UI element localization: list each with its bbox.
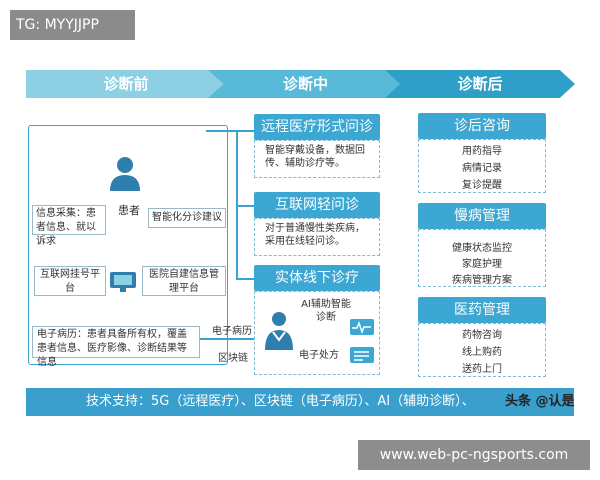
chronic-item: 健康状态监控 (452, 243, 512, 254)
offline-title: 实体线下诊疗 (254, 265, 380, 291)
remote-panel: 智能穿戴设备，数据回传、辅助诊疗等。 (254, 140, 380, 178)
internet-desc: 对于普通慢性类疾病，采用在线轻问诊。 (265, 223, 365, 247)
ai-diag-label: AI辅助智能诊断 (301, 299, 351, 323)
e-prescription-label: 电子处方 (299, 350, 339, 361)
remote-title: 远程医疗形式问诊 (254, 114, 380, 140)
pharma-item: 药物咨询 (462, 330, 502, 341)
blockchain-link-label: 区块链 (218, 353, 248, 364)
computer-icon (110, 272, 136, 292)
emr-link-label: 电子病历 (212, 326, 252, 337)
phase-before: 诊断前 (26, 70, 226, 98)
monitor-icon (350, 319, 374, 335)
chronic-panel: 健康状态监控 家庭护理 疾病管理方案 (418, 229, 546, 287)
pharma-title: 医药管理 (418, 297, 546, 323)
phase-after: 诊断后 (385, 70, 575, 98)
consult-title: 诊后咨询 (418, 113, 546, 139)
consult-panel: 用药指导 病情记录 复诊提醒 (418, 139, 546, 193)
internet-register-box: 互联网挂号平台 (34, 266, 106, 296)
hospital-system-box: 医院自建信息管理平台 (142, 266, 226, 296)
consult-item: 复诊提醒 (462, 180, 502, 191)
emr-box: 电子病历：患者具备所有权，覆盖患者信息、医疗影像、诊断结果等信息 (32, 326, 200, 368)
remote-desc: 智能穿戴设备，数据回传、辅助诊疗等。 (265, 145, 365, 169)
consult-item: 用药指导 (462, 146, 502, 157)
tag-label: TG: MYYJJPP (10, 10, 135, 40)
info-collect-box: 信息采集：患者信息、就以诉求 (32, 205, 106, 247)
chronic-item: 家庭护理 (462, 259, 502, 270)
pharma-item: 送药上门 (462, 364, 502, 375)
doctor-icon (265, 312, 293, 350)
prescription-icon (350, 347, 374, 363)
internet-panel: 对于普通慢性类疾病，采用在线轻问诊。 (254, 218, 380, 256)
internet-title: 互联网轻问诊 (254, 192, 380, 218)
pharma-panel: 药物咨询 线上购药 送药上门 (418, 323, 546, 377)
phase-during: 诊断中 (208, 70, 403, 98)
before-flow-frame (28, 125, 228, 365)
offline-panel: AI辅助智能诊断 电子处方 (254, 291, 380, 375)
smart-triage-box: 智能化分诊建议 (148, 208, 226, 228)
consult-item: 病情记录 (462, 163, 502, 174)
tech-support-banner: 技术支持：5G（远程医疗）、区块链（电子病历）、AI（辅助诊断）、 (26, 388, 574, 416)
toutiao-watermark: 头条 @认是 (505, 394, 575, 409)
patient-icon (110, 157, 140, 191)
pharma-item: 线上购药 (462, 347, 502, 358)
chronic-title: 慢病管理 (418, 203, 546, 229)
chronic-item: 疾病管理方案 (452, 275, 512, 286)
patient-label: 患者 (118, 204, 140, 217)
url-watermark: www.web-pc-ngsports.com (358, 440, 590, 470)
